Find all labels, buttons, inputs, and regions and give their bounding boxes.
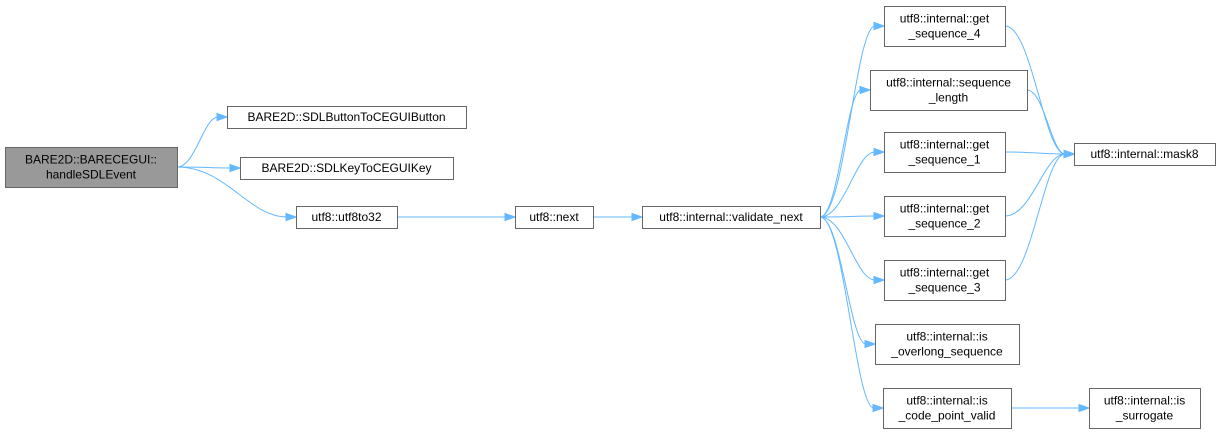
edge-line	[176, 116, 219, 168]
node-sdlkey[interactable]: BARE2D::SDLKeyToCEGUIKey	[240, 157, 454, 180]
node-label-line: _surrogate	[1115, 409, 1174, 423]
node-sdlbutton[interactable]: BARE2D::SDLButtonToCEGUIButton	[227, 106, 467, 129]
node-label-line: BARE2D::BARECEGUI::	[25, 153, 157, 167]
edge-is-cp-valid-to-is-surrogate	[1011, 403, 1091, 413]
node-label-line: BARE2D::SDLButtonToCEGUIButton	[247, 110, 445, 124]
node-mask8[interactable]: utf8::internal::mask8	[1074, 143, 1216, 166]
node-label-line: utf8::internal::mask8	[1090, 147, 1198, 161]
node-label-line: utf8::internal::sequence	[886, 76, 1011, 90]
node-box	[884, 260, 1006, 301]
node-is-cp-valid[interactable]: utf8::internal::is_code_point_valid	[883, 388, 1012, 429]
edge-line	[819, 151, 876, 218]
node-label-line: _sequence_1	[907, 153, 980, 167]
arrow-head-icon	[504, 212, 517, 222]
node-is-surrogate[interactable]: utf8::internal::is_surrogate	[1089, 388, 1201, 429]
node-label-line: utf8::utf8to32	[311, 210, 381, 224]
node-get-seq2[interactable]: utf8::internal::get_sequence_2	[884, 196, 1006, 237]
edge-get-seq2-to-mask8	[1004, 149, 1076, 217]
node-box	[870, 70, 1028, 111]
arrow-head-icon	[872, 403, 885, 413]
node-box	[5, 147, 178, 188]
node-box	[1089, 388, 1201, 429]
edges-layer	[176, 21, 1091, 413]
node-get-seq1[interactable]: utf8::internal::get_sequence_1	[884, 132, 1006, 173]
node-is-overlong[interactable]: utf8::internal::is_overlong_sequence	[875, 324, 1020, 365]
edge-validate-next-to-get-seq3	[819, 216, 886, 285]
node-label-line: utf8::internal::is	[906, 394, 987, 408]
node-box	[884, 6, 1006, 47]
node-box	[884, 196, 1006, 237]
edge-line	[1004, 153, 1066, 217]
node-label-line: _overlong_sequence	[890, 345, 1003, 359]
node-box	[1074, 143, 1216, 166]
edge-root-to-utf8to32	[176, 166, 298, 222]
node-label-line: BARE2D::SDLKeyToCEGUIKey	[261, 161, 431, 175]
arrow-head-icon	[873, 211, 886, 221]
node-label-line: handleSDLEvent	[46, 168, 137, 182]
node-label-line: _code_point_valid	[898, 409, 996, 423]
edge-validate-next-to-is-overlong	[819, 216, 877, 349]
edge-validate-next-to-is-cp-valid	[819, 216, 885, 413]
node-label-line: _sequence_4	[907, 27, 980, 41]
edge-line	[819, 215, 876, 218]
node-label-line: utf8::internal::is	[1104, 394, 1185, 408]
node-label-line: utf8::internal::get	[900, 12, 990, 26]
edge-line	[819, 25, 876, 218]
edge-validate-next-to-seq-len	[819, 85, 872, 218]
edge-line	[1004, 151, 1066, 155]
node-get-seq3[interactable]: utf8::internal::get_sequence_3	[884, 260, 1006, 301]
node-root[interactable]: BARE2D::BARECEGUI::handleSDLEvent	[5, 147, 178, 188]
node-seq-len[interactable]: utf8::internal::sequence_length	[870, 70, 1028, 111]
arrow-head-icon	[1078, 403, 1091, 413]
arrow-head-icon	[229, 163, 242, 173]
node-box	[642, 206, 821, 229]
edge-line	[819, 216, 875, 409]
node-box	[883, 388, 1012, 429]
edge-get-seq3-to-mask8	[1004, 149, 1076, 281]
edge-validate-next-to-get-seq1	[819, 147, 886, 218]
node-label-line: _sequence_3	[907, 281, 980, 295]
edge-utf8to32-to-next	[397, 212, 517, 222]
edge-next-to-validate-next	[593, 212, 644, 222]
edge-seq-len-to-mask8	[1026, 89, 1076, 159]
node-box	[296, 206, 398, 229]
edge-line	[1026, 89, 1066, 155]
edge-line	[1004, 153, 1066, 281]
node-utf8to32[interactable]: utf8::utf8to32	[296, 206, 398, 229]
node-label-line: utf8::internal::is	[906, 330, 987, 344]
edge-root-to-sdlbutton	[176, 112, 229, 168]
edge-line	[176, 166, 288, 218]
node-label-line: utf8::internal::get	[900, 202, 990, 216]
arrow-head-icon	[631, 212, 644, 222]
node-label-line: utf8::internal::get	[900, 266, 990, 280]
arrow-head-icon	[1063, 149, 1076, 159]
edge-validate-next-to-get-seq2	[819, 211, 886, 221]
node-next[interactable]: utf8::next	[515, 206, 594, 229]
arrow-head-icon	[859, 85, 872, 95]
node-validate-next[interactable]: utf8::internal::validate_next	[642, 206, 821, 229]
node-box	[515, 206, 594, 229]
node-label-line: utf8::internal::get	[900, 138, 990, 152]
node-label-line: _sequence_2	[907, 217, 980, 231]
nodes-layer: BARE2D::BARECEGUI::handleSDLEventBARE2D:…	[5, 6, 1216, 429]
node-box	[240, 157, 454, 180]
node-label-line: utf8::next	[529, 210, 579, 224]
node-box	[875, 324, 1020, 365]
arrow-head-icon	[216, 112, 229, 122]
node-box	[884, 132, 1006, 173]
arrow-head-icon	[873, 147, 886, 157]
arrow-head-icon	[285, 212, 298, 222]
arrow-head-icon	[864, 339, 877, 349]
edge-validate-next-to-get-seq4	[819, 21, 886, 218]
node-box	[227, 106, 467, 129]
edge-line	[819, 89, 862, 218]
node-label-line: _length	[928, 91, 968, 105]
node-get-seq4[interactable]: utf8::internal::get_sequence_4	[884, 6, 1006, 47]
arrow-head-icon	[873, 275, 886, 285]
node-label-line: utf8::internal::validate_next	[659, 210, 803, 224]
arrow-head-icon	[873, 21, 886, 31]
edge-line	[819, 216, 876, 281]
